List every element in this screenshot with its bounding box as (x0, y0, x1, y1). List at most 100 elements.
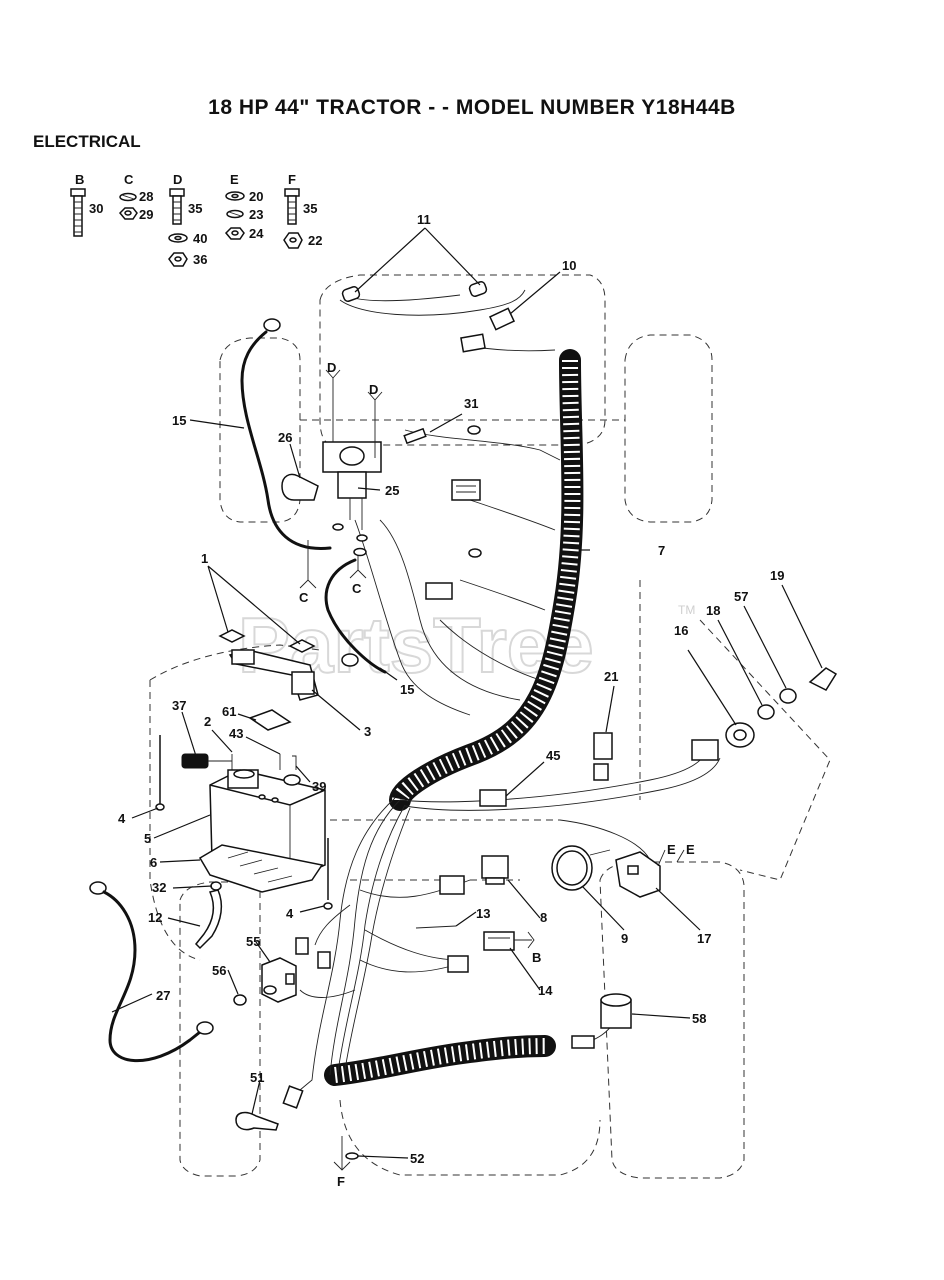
switch-washer (779, 688, 797, 704)
hardware-item-20: 20 (249, 189, 263, 204)
hardware-item-22: 22 (308, 233, 322, 248)
callout-57: 57 (734, 589, 748, 604)
relay (481, 855, 509, 885)
bolt-icon (70, 188, 86, 237)
ring-terminal (403, 425, 481, 445)
wing-nut (218, 629, 316, 653)
hardware-item-30: 30 (89, 201, 103, 216)
hose-clamp (210, 881, 222, 891)
callout-9: 9 (621, 931, 628, 946)
nut-icon (168, 252, 188, 267)
callout-4: 4 (118, 811, 126, 826)
ground-cable (89, 881, 214, 1063)
callout-39: 39 (312, 779, 326, 794)
terminal-boot (281, 473, 319, 501)
harness-connector (295, 875, 469, 973)
hardware-legend: B 30 C 28 29 D (70, 172, 322, 267)
callout-12: 12 (148, 910, 162, 925)
hardware-letter-e: E (230, 172, 239, 187)
hour-meter (551, 845, 611, 891)
callout-15: 15 (172, 413, 186, 428)
callout-25: 25 (385, 483, 399, 498)
section-heading: ELECTRICAL (33, 132, 141, 151)
corrugated-wire-loom (389, 349, 584, 811)
callout-10: 10 (562, 258, 576, 273)
callout-6: 6 (150, 855, 157, 870)
callout-61: 61 (222, 704, 236, 719)
battery-hold-down (228, 649, 319, 701)
callout-1: 1 (201, 551, 208, 566)
callout-51: 51 (250, 1070, 264, 1085)
hardware-item-29: 29 (139, 207, 153, 222)
hardware-pointer-e: E (657, 842, 676, 867)
battery-terminal-bolt (231, 754, 297, 770)
bolt-icon (169, 188, 185, 225)
diagram-letter-d: D (369, 382, 378, 397)
diagram-letter-f: F (337, 1174, 345, 1189)
vent-tube (194, 889, 223, 950)
cable-tie (415, 925, 457, 929)
hardware-letter-b: B (75, 172, 84, 187)
callout-32: 32 (152, 880, 166, 895)
hardware-letter-c: C (124, 172, 134, 187)
light-switch (593, 732, 613, 781)
callout-16: 16 (674, 623, 688, 638)
hardware-pointer-c: C (349, 556, 367, 596)
battery-tray (198, 844, 324, 893)
ignition-key (235, 1085, 304, 1131)
switch-nut (757, 704, 775, 720)
fuel-solenoid (571, 993, 632, 1049)
callout-55: 55 (246, 934, 260, 949)
callout-8: 8 (540, 910, 547, 925)
callout-4-b: 4 (286, 906, 294, 921)
watermark-tm: TM (678, 603, 695, 617)
callout-27: 27 (156, 988, 170, 1003)
starter-solenoid (322, 441, 382, 557)
flat-washer-icon (168, 233, 188, 243)
callout-45: 45 (546, 748, 560, 763)
battery-cable-positive (240, 318, 332, 550)
headlight-bulb (341, 286, 361, 302)
callout-21: 21 (604, 669, 618, 684)
hardware-item-40: 40 (193, 231, 207, 246)
hardware-pointer-b: B (514, 931, 541, 965)
callout-58: 58 (692, 1011, 706, 1026)
callout-2: 2 (204, 714, 211, 729)
callout-37: 37 (172, 698, 186, 713)
terminal-cover (181, 753, 232, 769)
callout-labels: 11 10 31 15 26 25 7 1 15 3 61 37 2 43 39… (118, 212, 784, 1166)
hardware-pointer-e: E (676, 842, 695, 863)
leader-lines (111, 227, 823, 1159)
diagram-letter-e: E (667, 842, 676, 857)
callout-52: 52 (410, 1151, 424, 1166)
lock-washer-icon (226, 209, 244, 219)
hold-down-rod (155, 735, 165, 811)
hardware-pointer-c: C (299, 540, 317, 605)
diagram-letter-c: C (299, 590, 309, 605)
lock-washer-icon (119, 192, 137, 202)
hardware-item-23: 23 (249, 207, 263, 222)
switch-bracket (615, 851, 661, 898)
diagram-letter-d: D (327, 360, 336, 375)
bolt-icon (284, 188, 300, 225)
switch-clip (233, 994, 247, 1006)
hardware-item-35: 35 (188, 201, 202, 216)
headlight-bulb (468, 281, 488, 297)
callout-7: 7 (658, 543, 665, 558)
hardware-item-36: 36 (193, 252, 207, 267)
battery-cable-negative (324, 558, 387, 674)
hardware-item-35-f: 35 (303, 201, 317, 216)
hardware-letter-d: D (173, 172, 182, 187)
callout-17: 17 (697, 931, 711, 946)
callout-56: 56 (212, 963, 226, 978)
callout-3: 3 (364, 724, 371, 739)
diagram-letter-c: C (352, 581, 362, 596)
key (808, 667, 838, 691)
harness-connector (479, 789, 507, 807)
callout-19: 19 (770, 568, 784, 583)
callout-14: 14 (538, 983, 553, 998)
harness-connector (460, 307, 516, 353)
hardware-item-24: 24 (249, 226, 264, 241)
